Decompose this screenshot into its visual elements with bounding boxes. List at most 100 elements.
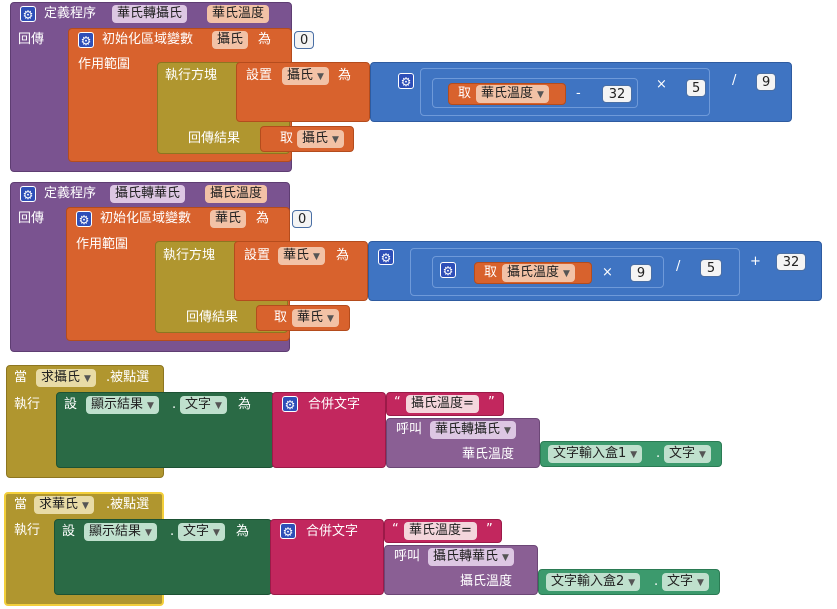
procedure-name-field[interactable]: 華氏轉攝氏 <box>112 5 188 23</box>
gear-icon[interactable]: ⚙ <box>398 73 414 89</box>
number-5[interactable]: 5 <box>700 259 722 277</box>
param-label: 華氏溫度 <box>462 447 515 462</box>
set-label: 設置 <box>246 68 273 83</box>
define-procedure-label: 定義程序 <box>44 6 97 21</box>
text-literal-field[interactable]: 華氏溫度= <box>404 522 477 540</box>
number-32[interactable]: 32 <box>776 253 806 271</box>
dropdown-arrow-icon: ▼ <box>82 501 89 511</box>
procedure-param-field[interactable]: 華氏溫度 <box>207 5 270 23</box>
dot-label: . <box>654 574 659 589</box>
as-label: 為 <box>256 211 270 226</box>
when-label: 當 <box>14 497 28 512</box>
quote-open: “ <box>394 395 401 410</box>
plus-operator: + <box>750 254 761 269</box>
return-result-label: 回傳結果 <box>186 310 239 325</box>
times-operator: × <box>656 77 667 92</box>
gear-icon[interactable]: ⚙ <box>20 186 36 202</box>
input-property-dropdown[interactable]: 文字▼ <box>662 573 709 591</box>
dropdown-arrow-icon: ▼ <box>332 135 339 145</box>
dropdown-arrow-icon: ▼ <box>145 528 152 538</box>
join-label: 合併文字 <box>308 397 361 412</box>
number-32[interactable]: 32 <box>602 85 632 103</box>
get-var-dropdown[interactable]: 華氏▼ <box>292 309 339 327</box>
divide-operator: / <box>732 73 737 88</box>
gear-icon[interactable]: ⚙ <box>440 262 456 278</box>
get-var-dropdown[interactable]: 攝氏▼ <box>297 130 344 148</box>
as-label: 為 <box>338 68 352 83</box>
input-component-dropdown[interactable]: 文字輸入盒1▼ <box>548 445 643 463</box>
times-operator: × <box>602 265 613 280</box>
return-label: 回傳 <box>18 32 45 47</box>
math-multiply-outline <box>420 68 710 116</box>
gear-icon[interactable]: ⚙ <box>282 396 298 412</box>
set-variable-dropdown[interactable]: 攝氏▼ <box>282 67 329 85</box>
dropdown-arrow-icon: ▼ <box>563 269 570 279</box>
event-label: .被點選 <box>106 370 150 385</box>
call-procedure-dropdown[interactable]: 華氏轉攝氏▼ <box>430 421 516 439</box>
get-label: 取 <box>274 310 288 325</box>
init-local-label: 初始化區域變數 <box>102 32 194 47</box>
property-dropdown[interactable]: 文字▼ <box>178 523 225 541</box>
as-label: 為 <box>236 524 250 539</box>
init-value-number[interactable]: 0 <box>294 31 314 49</box>
call-label: 呼叫 <box>394 549 421 564</box>
get-param-dropdown[interactable]: 華氏溫度▼ <box>476 85 549 103</box>
join-label: 合併文字 <box>306 524 359 539</box>
text-literal-field[interactable]: 攝氏溫度= <box>406 395 479 413</box>
number-9[interactable]: 9 <box>630 264 652 282</box>
dot-label: . <box>656 446 661 461</box>
set-label: 設 <box>64 397 78 412</box>
dropdown-arrow-icon: ▼ <box>313 252 320 262</box>
input-property-dropdown[interactable]: 文字▼ <box>664 445 711 463</box>
call-procedure-dropdown[interactable]: 攝氏轉華氏▼ <box>428 548 514 566</box>
number-9[interactable]: 9 <box>756 73 776 91</box>
define-procedure-label: 定義程序 <box>44 186 97 201</box>
minus-operator: - <box>576 86 581 101</box>
target-component-dropdown[interactable]: 顯示結果▼ <box>84 523 157 541</box>
set-label: 設 <box>62 524 76 539</box>
set-label: 設置 <box>244 248 271 263</box>
event-label: .被點選 <box>106 497 150 512</box>
local-variable-name-field[interactable]: 攝氏 <box>212 31 249 49</box>
procedure-name-field[interactable]: 攝氏轉華氏 <box>110 185 186 203</box>
dropdown-arrow-icon: ▼ <box>84 374 91 384</box>
local-variable-name-field[interactable]: 華氏 <box>210 210 247 228</box>
init-value-number[interactable]: 0 <box>292 210 312 228</box>
dot-label: . <box>172 397 177 412</box>
dropdown-arrow-icon: ▼ <box>215 401 222 411</box>
input-component-dropdown[interactable]: 文字輸入盒2▼ <box>546 573 641 591</box>
divide-operator: / <box>676 259 681 274</box>
return-label: 回傳 <box>18 211 45 226</box>
gear-icon[interactable]: ⚙ <box>78 32 94 48</box>
param-label: 攝氏溫度 <box>460 574 513 589</box>
property-dropdown[interactable]: 文字▼ <box>180 396 227 414</box>
gear-icon[interactable]: ⚙ <box>76 211 92 227</box>
do-label: 執行 <box>14 523 41 538</box>
do-block-label: 執行方塊 <box>165 68 218 83</box>
init-local-label: 初始化區域變數 <box>100 211 192 226</box>
dropdown-arrow-icon: ▼ <box>502 553 509 563</box>
gear-icon[interactable]: ⚙ <box>280 523 296 539</box>
dot-label: . <box>170 524 175 539</box>
gear-icon[interactable]: ⚙ <box>20 6 36 22</box>
dropdown-arrow-icon: ▼ <box>327 314 334 324</box>
dropdown-arrow-icon: ▼ <box>147 401 154 411</box>
number-5[interactable]: 5 <box>686 79 706 97</box>
gear-icon[interactable]: ⚙ <box>378 249 394 265</box>
scope-label: 作用範圍 <box>76 237 129 252</box>
dropdown-arrow-icon: ▼ <box>628 578 636 588</box>
component-dropdown[interactable]: 求攝氏▼ <box>36 369 96 387</box>
as-label: 為 <box>258 32 272 47</box>
math-divide-block[interactable] <box>370 62 792 122</box>
component-dropdown[interactable]: 求華氏▼ <box>34 496 94 514</box>
set-variable-dropdown[interactable]: 華氏▼ <box>278 247 325 265</box>
get-label: 取 <box>458 86 472 101</box>
get-label: 取 <box>484 265 498 280</box>
math-subtract-outline <box>432 78 638 108</box>
target-component-dropdown[interactable]: 顯示結果▼ <box>86 396 159 414</box>
get-param-dropdown[interactable]: 攝氏溫度▼ <box>502 264 575 282</box>
procedure-param-field[interactable]: 攝氏溫度 <box>205 185 268 203</box>
as-label: 為 <box>336 248 350 263</box>
when-label: 當 <box>14 370 28 385</box>
dropdown-arrow-icon: ▼ <box>537 90 544 100</box>
